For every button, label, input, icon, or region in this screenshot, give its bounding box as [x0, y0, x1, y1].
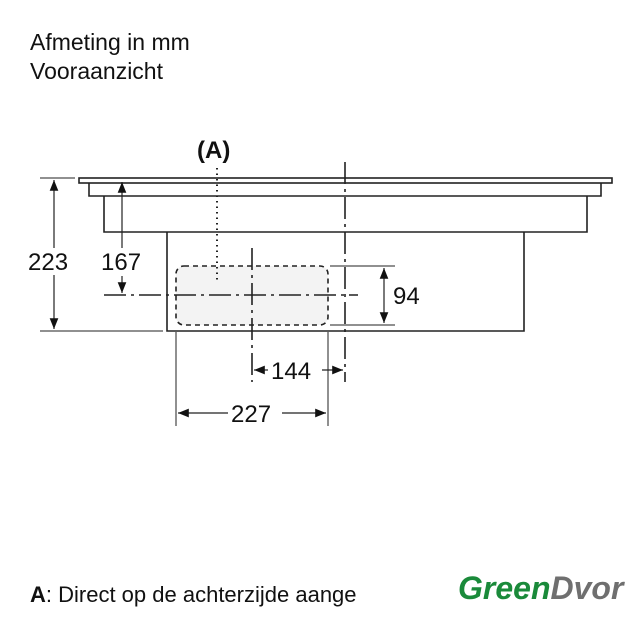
marker-a-label: (A) [197, 137, 230, 164]
hob-frame [88, 183, 602, 197]
diagram-title: Afmeting in mm Vooraanzicht [30, 28, 190, 86]
legend-note: A: Direct op de achterzijde aange [30, 582, 357, 608]
title-view: Vooraanzicht [30, 58, 163, 84]
dim-167-label: 167 [101, 249, 141, 276]
dim-144-label: 144 [271, 358, 311, 385]
logo-part-green: Green [458, 570, 551, 606]
title-units: Afmeting in mm [30, 29, 190, 55]
dim-227-label: 227 [231, 401, 271, 428]
dim-223-label: 223 [28, 249, 68, 276]
watermark-logo: GreenDvor [452, 570, 630, 607]
legend-key: A [30, 582, 46, 607]
logo-part-gray: Dvor [550, 570, 624, 606]
legend-text: : Direct op de achterzijde aange [45, 582, 357, 607]
dim-94-label: 94 [393, 283, 420, 310]
